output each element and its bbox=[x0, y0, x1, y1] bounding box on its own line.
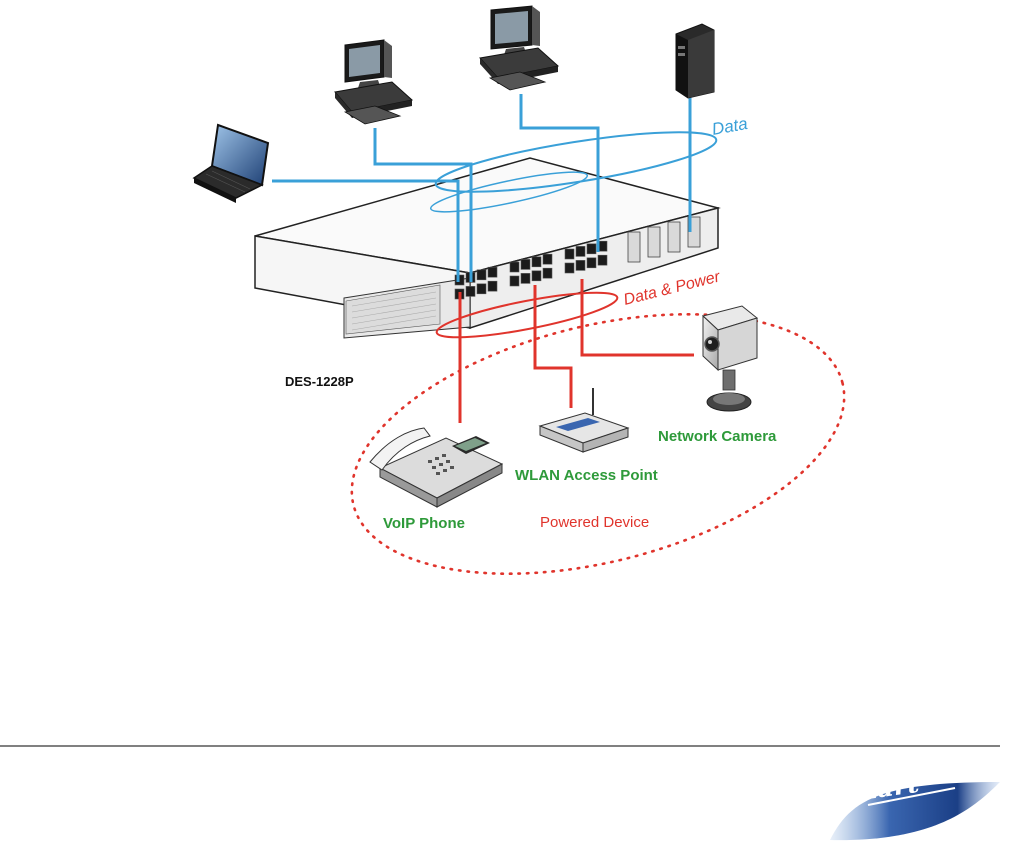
switch-uplink-slot bbox=[648, 227, 660, 257]
powered-device-label: Powered Device bbox=[540, 514, 649, 531]
switch-port bbox=[466, 286, 475, 296]
switch-port bbox=[543, 268, 552, 278]
switch-port bbox=[565, 263, 574, 273]
network-camera-label: Network Camera bbox=[658, 428, 777, 445]
switch-port bbox=[510, 276, 519, 286]
network-camera-icon bbox=[703, 306, 757, 411]
switch-port bbox=[488, 267, 497, 277]
data-label: Data bbox=[710, 114, 749, 139]
wlan-access-point-label: WLAN Access Point bbox=[515, 467, 658, 484]
desktop-computer-icon bbox=[480, 6, 558, 90]
switch-port bbox=[532, 257, 541, 267]
laptop-icon bbox=[194, 125, 268, 203]
switch-uplink-slot bbox=[628, 232, 640, 262]
switch-port bbox=[543, 254, 552, 264]
switch-uplink-slot bbox=[668, 222, 680, 252]
switch-port bbox=[576, 260, 585, 270]
smart-logo: Smart bbox=[829, 769, 1000, 840]
switch-port bbox=[477, 284, 486, 294]
voip-phone-icon bbox=[370, 428, 502, 507]
switch-port bbox=[521, 259, 530, 269]
switch-port bbox=[521, 273, 530, 283]
desktop-computer-icon bbox=[335, 40, 412, 124]
switch-port bbox=[587, 244, 596, 254]
switch-model-label: DES-1228P bbox=[285, 374, 354, 389]
switch-port bbox=[565, 249, 574, 259]
switch-port bbox=[510, 262, 519, 272]
switch-port bbox=[576, 246, 585, 256]
switch-port bbox=[532, 271, 541, 281]
switch-port bbox=[477, 270, 486, 280]
tower-server-icon bbox=[676, 24, 714, 98]
wireless-access-point-icon bbox=[540, 388, 628, 452]
switch-port bbox=[598, 255, 607, 265]
switch-port bbox=[587, 258, 596, 268]
switch-port bbox=[488, 281, 497, 291]
voip-phone-label: VoIP Phone bbox=[383, 515, 465, 532]
